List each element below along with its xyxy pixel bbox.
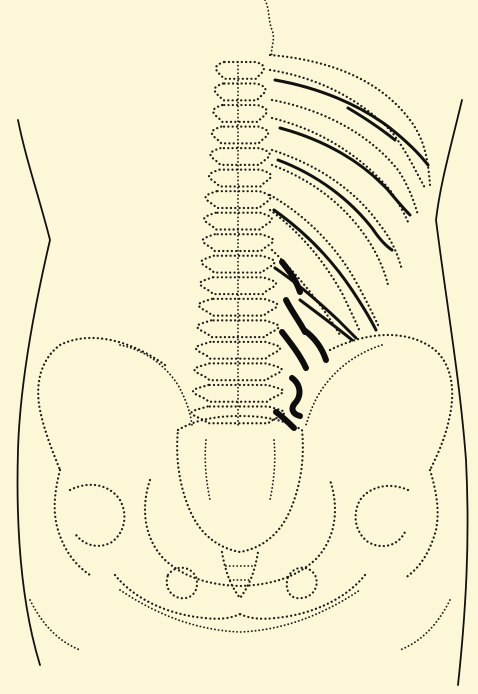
lesion-mark — [292, 378, 300, 416]
rib — [270, 70, 425, 188]
ilium-body-left — [55, 470, 90, 575]
vertebra — [215, 84, 266, 101]
vertebra — [210, 148, 269, 165]
vertebra — [216, 62, 264, 79]
vertebra — [212, 127, 268, 144]
femur-outline-right — [400, 600, 450, 650]
iliac-crest-right — [330, 335, 452, 470]
lesion-mark — [282, 332, 306, 368]
lesion-mark — [286, 300, 305, 332]
coccyx — [222, 552, 258, 598]
vertebra — [209, 170, 271, 187]
body-outline-right — [436, 100, 468, 685]
body-outline — [18, 100, 468, 685]
sacrum — [177, 416, 303, 598]
lesion-mark — [304, 330, 326, 360]
hip-socket-right — [356, 486, 408, 546]
sacrum-outline — [177, 416, 303, 552]
lesion-mark — [282, 262, 300, 292]
sacral-foramina-right — [270, 440, 275, 500]
pelvis — [30, 335, 452, 650]
ilium-body-right — [405, 470, 438, 578]
pelvic-brim — [145, 480, 335, 586]
vertebral-column — [192, 62, 285, 428]
hip-socket-left — [70, 485, 124, 546]
pubic-arch-right — [240, 575, 365, 619]
vertebra — [213, 105, 267, 122]
ribs — [270, 55, 430, 335]
intercostal-nerve — [278, 160, 392, 250]
body-outline-left — [18, 120, 50, 665]
spinal-cord-top — [265, 0, 273, 56]
obturator-foramen-right — [287, 568, 317, 599]
iliac-crest-inner-right — [306, 345, 382, 425]
sacral-foramina-left — [205, 440, 210, 500]
intercostal-nerve — [280, 128, 410, 215]
iliac-crest-inner-left — [120, 345, 192, 425]
iliac-crest-left — [38, 338, 165, 470]
intercostal-nerves — [274, 80, 428, 338]
femur-outline-left — [30, 600, 80, 650]
